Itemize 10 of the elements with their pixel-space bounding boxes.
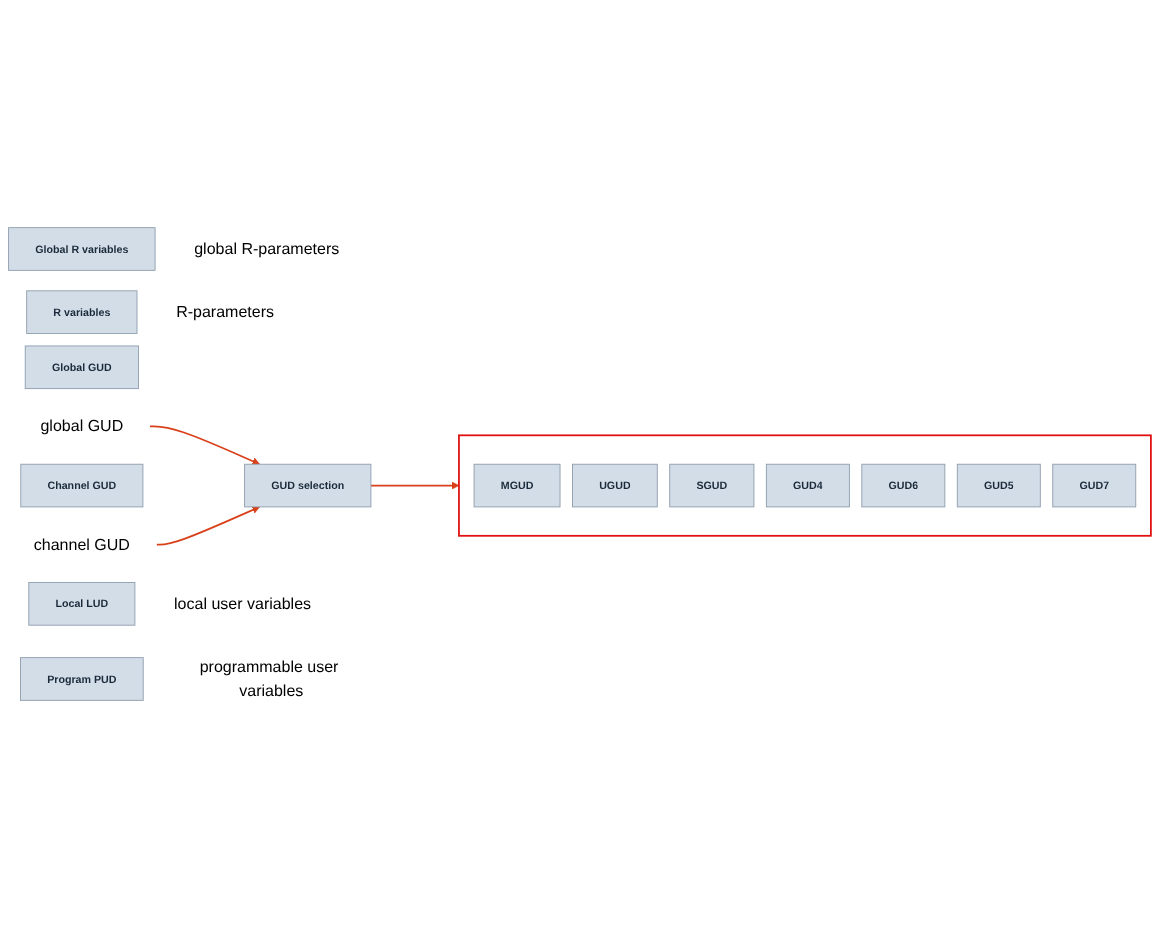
node-label: global R-parameters xyxy=(194,239,340,258)
node-label: programmable user variables xyxy=(199,657,339,700)
cluster xyxy=(458,434,1152,537)
arrow xyxy=(370,481,460,490)
arrow xyxy=(155,506,260,546)
arrow xyxy=(149,425,260,465)
node-label: local user variables xyxy=(174,594,312,613)
node-label: R-parameters xyxy=(176,302,274,321)
node-text: global GUD xyxy=(40,417,124,435)
node-text: channel GUD xyxy=(33,535,130,554)
